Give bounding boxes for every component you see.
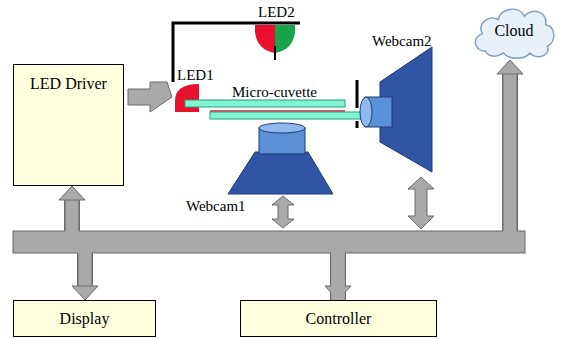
display-box: Display [13,300,156,337]
led2-red-half [255,25,275,53]
bus-connector [85,242,338,300]
controller-box: Controller [240,300,437,337]
led2-pin [274,46,276,60]
webcam1-link-arrow [272,196,294,228]
bus-connector [338,74,510,300]
aperture-wall [356,121,359,128]
cloud-outline [475,9,553,58]
bus-connector [59,186,351,300]
drive-arrow [128,82,172,112]
cloud-node: Cloud [470,2,558,60]
cuvette-lower-slide [210,112,370,119]
bus-connector [338,74,510,300]
part-label: Webcam1 [186,198,246,215]
node-text: Controller [306,310,372,328]
driver-box: LED Driver [13,64,124,186]
cuvette-upper-slide [185,100,345,107]
led2-green-half [275,25,295,53]
node-text: Cloud [494,22,533,40]
part-label: LED1 [177,67,214,84]
bus-connector [338,60,523,300]
aperture-wall [356,80,359,108]
part-label: Micro-cuvette [232,84,317,101]
webcam1-lens-face [259,123,305,133]
arrow-head [59,186,85,200]
node-text: Display [60,310,110,328]
connectors [59,60,523,300]
bus-connector [72,242,338,300]
webcam2-link-arrow [408,177,434,229]
webcam2-lens-face [360,97,372,127]
arrow-head [497,60,523,74]
led1-body [175,84,199,112]
connector-outlines [72,74,510,300]
part-label: Webcam2 [372,33,432,50]
webcam1-body [228,152,333,194]
part-label: LED2 [258,4,295,21]
arrow-head [72,286,98,300]
node-text: LED Driver [30,75,107,93]
